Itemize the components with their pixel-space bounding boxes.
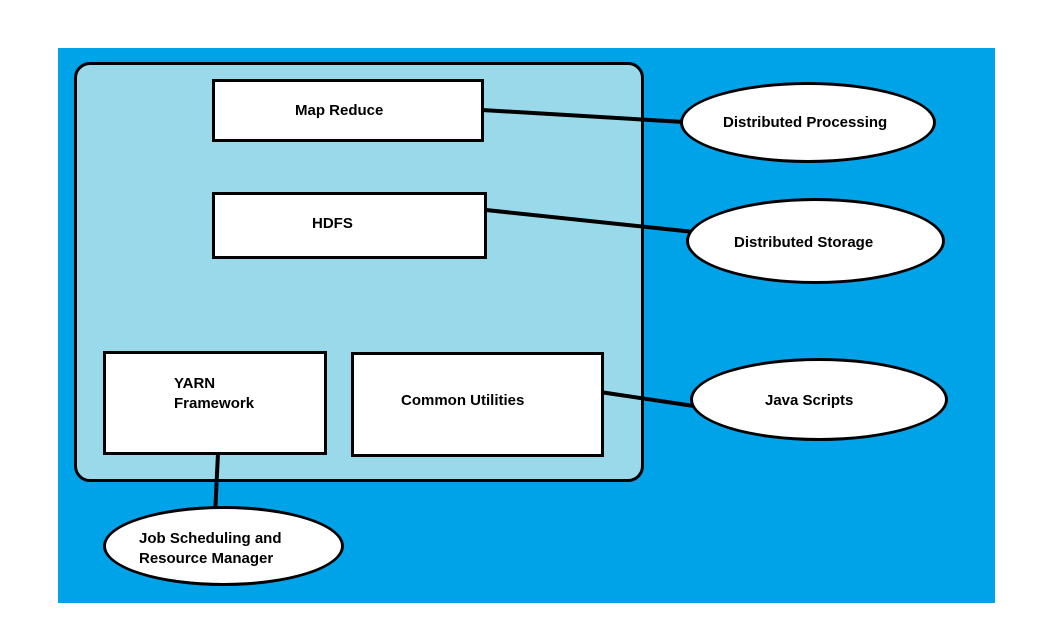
distributed-processing-ellipse: Distributed Processing: [680, 82, 936, 163]
yarn-framework-label: YARN Framework: [174, 375, 255, 412]
job-scheduling-ellipse: Job Scheduling and Resource Manager: [103, 506, 344, 586]
common-utilities-box: Common Utilities: [351, 352, 604, 457]
hdfs-box: HDFS: [212, 192, 487, 259]
java-scripts-ellipse: Java Scripts: [690, 358, 948, 441]
job-scheduling-label: Job Scheduling and Resource Manager: [139, 530, 282, 567]
java-scripts-label: Java Scripts: [765, 392, 854, 409]
distributed-storage-ellipse: Distributed Storage: [686, 198, 945, 284]
hdfs-label: HDFS: [312, 215, 353, 232]
common-utilities-label: Common Utilities: [401, 392, 525, 409]
distributed-processing-label: Distributed Processing: [723, 114, 888, 131]
map-reduce-label: Map Reduce: [295, 102, 384, 119]
distributed-storage-label: Distributed Storage: [734, 234, 874, 251]
map-reduce-box: Map Reduce: [212, 79, 484, 142]
yarn-framework-box: YARN Framework: [103, 351, 327, 455]
